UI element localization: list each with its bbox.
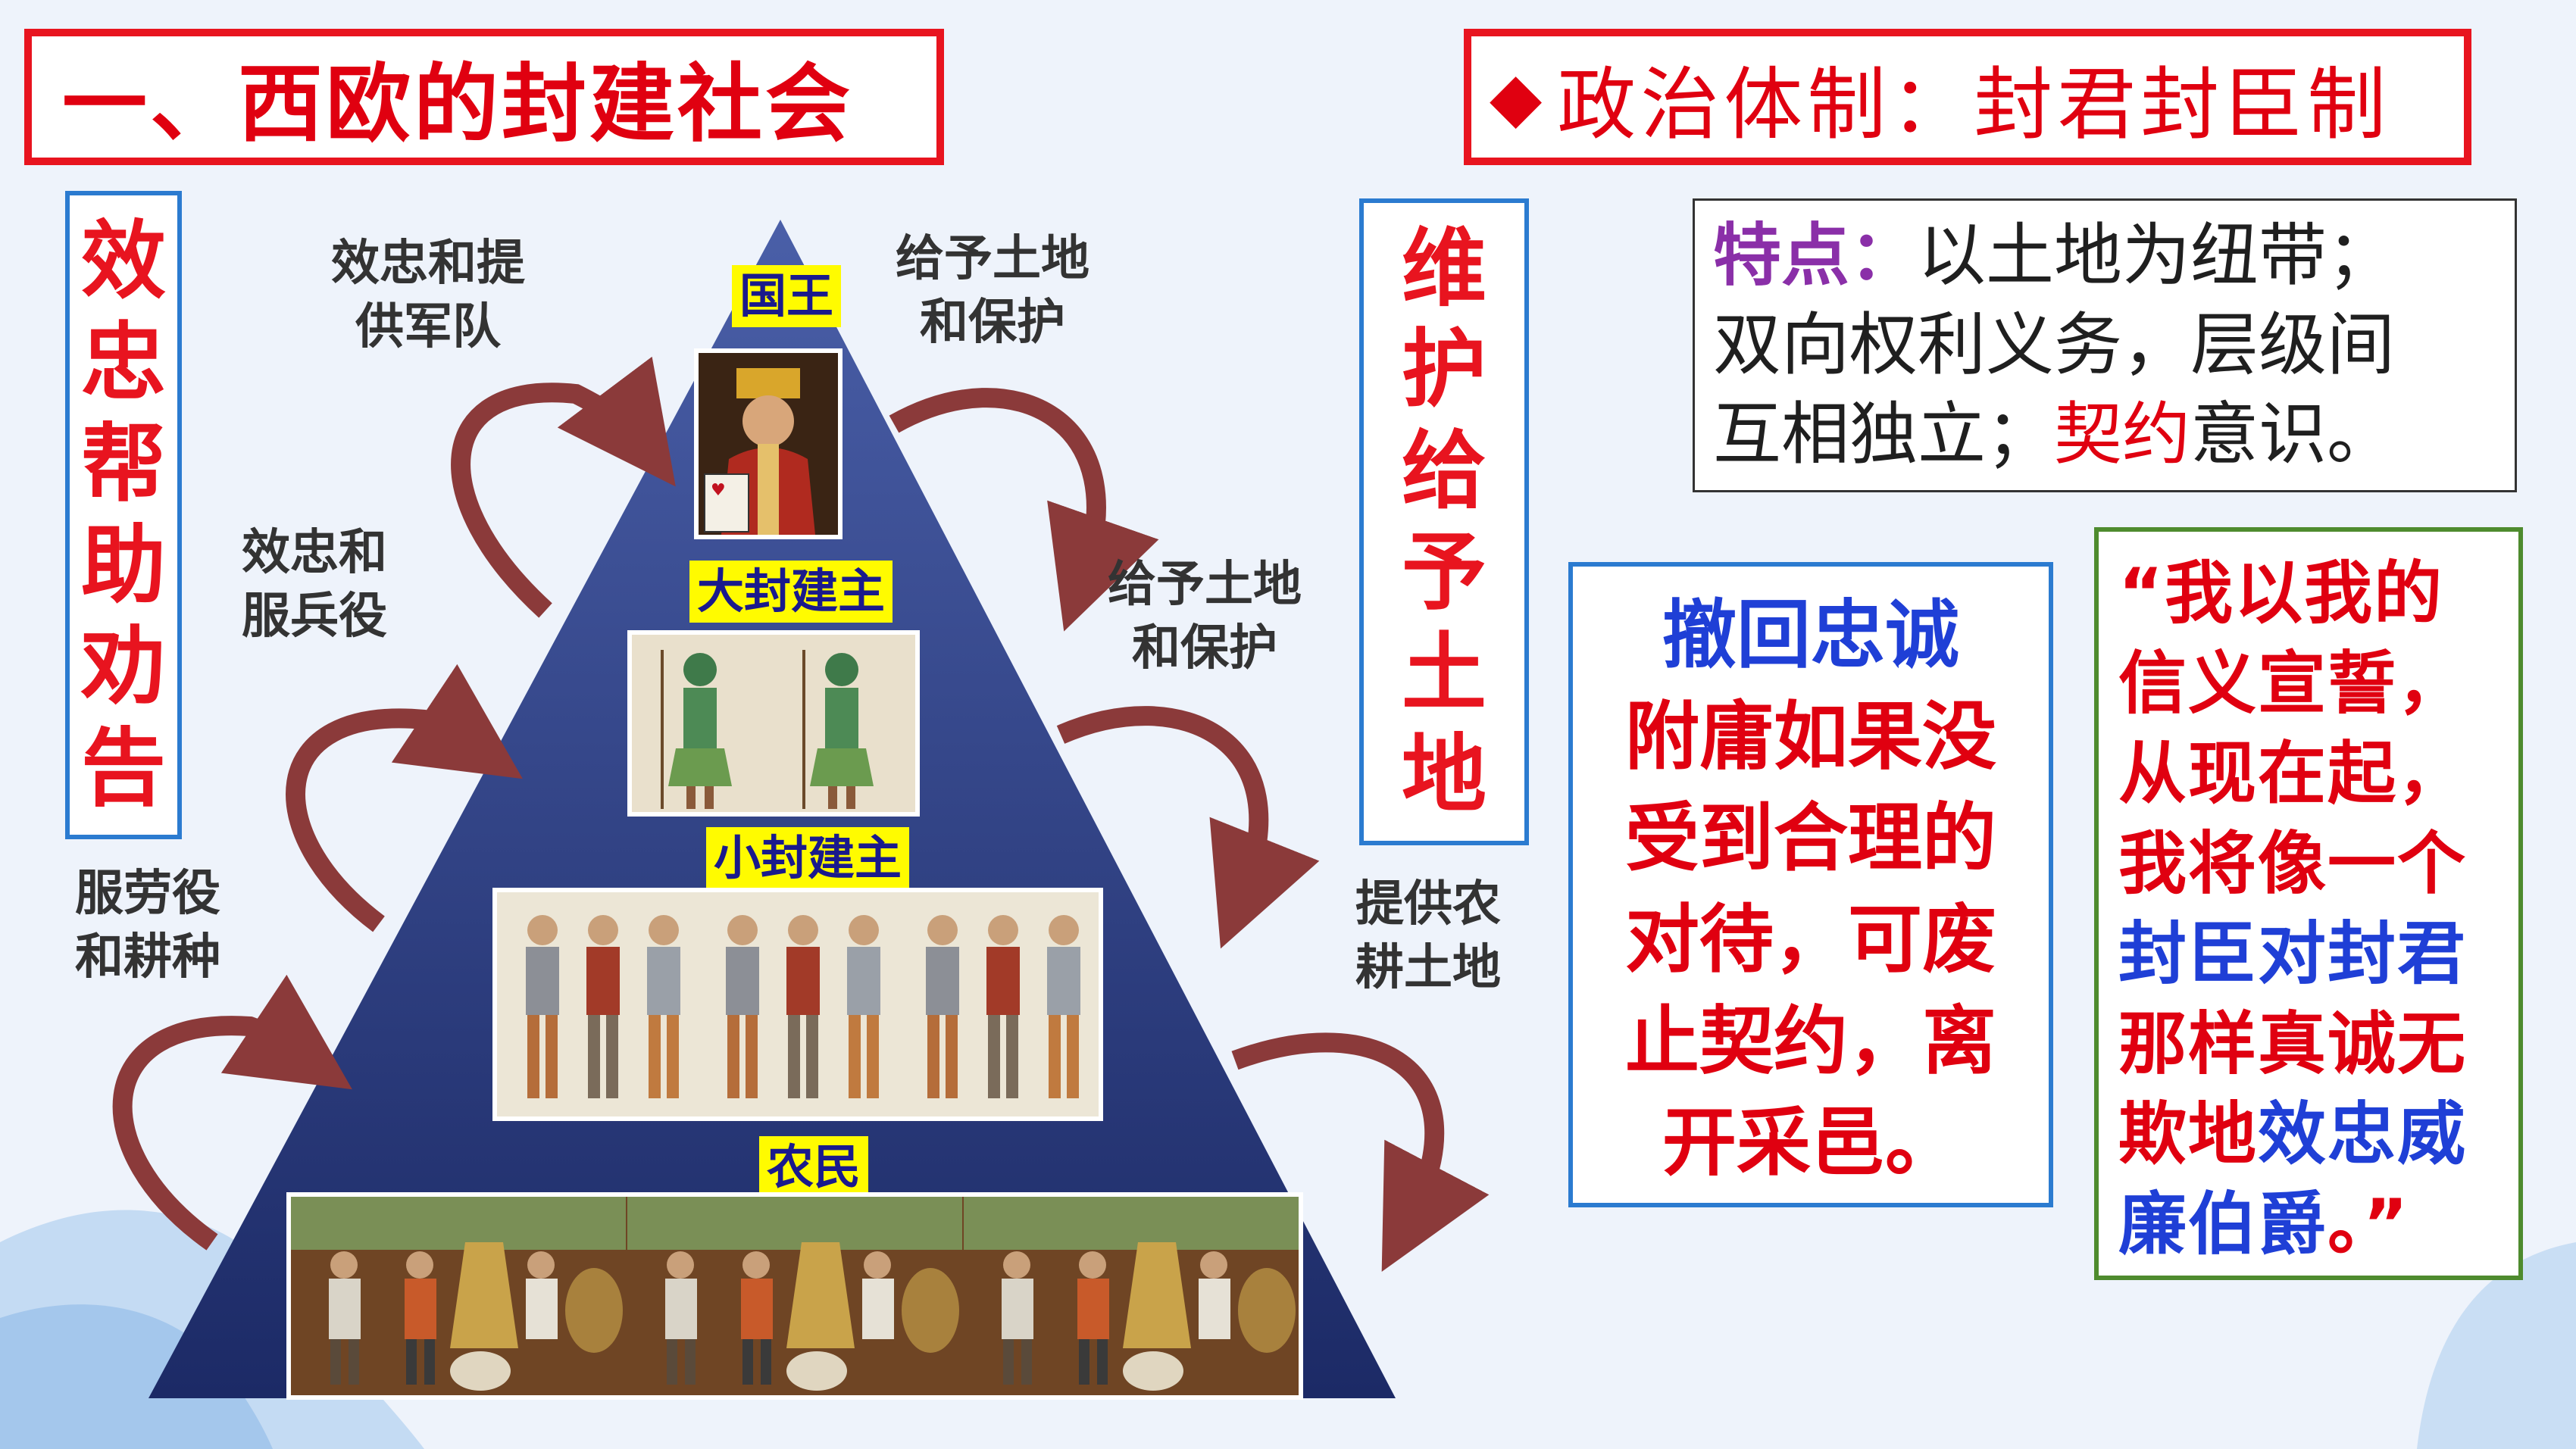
tier-label-peasant: 农民 (759, 1136, 869, 1198)
right-vertical-box: 维 护 给 予 土 地 (1359, 198, 1529, 845)
revoke-line: 开采邑。 (1662, 1100, 1959, 1186)
oath-line: 欺地效忠威 (2118, 1095, 2467, 1174)
revoke-line: 受到合理的 (1624, 795, 1996, 882)
oath-line: 封臣对封君 (2118, 914, 2467, 994)
revoke-line: 对待，可废 (1624, 897, 1996, 983)
tier-label-great-lord: 大封建主 (689, 561, 893, 623)
label-give-land-2: 给予土地 和保护 (1108, 557, 1302, 676)
label-loyal-army: 效忠和提 供军队 (331, 236, 525, 355)
features-line-2: 双向权利义务，层级间 (1713, 305, 2395, 385)
peasant-picture (286, 1192, 1303, 1400)
svg-text:♥: ♥ (711, 481, 726, 500)
arrow-provide-land (1231, 1032, 1490, 1273)
tier-label-lesser-lord: 小封建主 (706, 827, 910, 889)
oath-line: 从现在起， (2118, 734, 2467, 814)
label-labor: 服劳役 和耕种 (75, 866, 220, 985)
features-line1-rest: 以土地为纽带； (1918, 216, 2395, 295)
right-vertical-char: 土 (1402, 624, 1487, 723)
features-line-3: 互相独立；契约意识。 (1713, 395, 2395, 474)
left-vertical-char: 助 (81, 517, 166, 615)
left-vertical-box: 效 忠 帮 助 劝 告 (65, 191, 182, 839)
oath-line: 信义宣誓， (2118, 644, 2467, 723)
diamond-icon: ◆ (1490, 57, 1547, 137)
left-vertical-char: 劝 (81, 618, 166, 717)
right-vertical-char: 予 (1402, 523, 1487, 622)
left-vertical-char: 效 (81, 212, 166, 311)
great-lord-picture (627, 630, 920, 817)
section-title-text: 一、西欧的封建社会 (62, 55, 853, 154)
label-provide-land: 提供农 耕土地 (1355, 876, 1501, 996)
left-vertical-char: 帮 (81, 415, 166, 514)
features-box: 特点：以土地为纽带； 双向权利义务，层级间 互相独立；契约意识。 (1693, 198, 2517, 492)
revoke-line: 附庸如果没 (1624, 694, 1996, 780)
right-vertical-char: 维 (1402, 219, 1487, 318)
system-title-text: 政治体制：封君封臣制 (1557, 58, 2391, 151)
arrow-labor (112, 974, 352, 1251)
arrow-loyalty-army (451, 356, 676, 618)
oath-line: 那样真诚无 (2118, 1004, 2467, 1084)
oath-line: “我以我的 (2118, 554, 2444, 633)
oath-line: 廉伯爵。” (2118, 1185, 2410, 1264)
right-vertical-char: 给 (1402, 422, 1487, 521)
features-line-1: 特点：以土地为纽带； (1713, 211, 2496, 301)
section-title: 一、西欧的封建社会 (24, 29, 944, 165)
revoke-heading: 撤回忠诚 (1662, 592, 1959, 679)
lesser-lord-picture (492, 888, 1103, 1121)
revoke-loyalty-box: 撤回忠诚 附庸如果没 受到合理的 对待，可废 止契约，离 开采邑。 (1568, 562, 2053, 1207)
oath-box: “我以我的 信义宣誓， 从现在起， 我将像一个 封臣对封君 那样真诚无 欺地效忠… (2094, 527, 2523, 1280)
arrow-loyalty-service (286, 664, 523, 932)
king-picture: ♥ (694, 348, 843, 539)
label-give-land-1: 给予土地 和保护 (896, 231, 1089, 351)
arrow-give-land-2 (1056, 706, 1320, 949)
right-vertical-char: 地 (1402, 726, 1487, 825)
features-head: 特点： (1713, 216, 1918, 295)
arrow-give-land-1 (889, 388, 1159, 632)
system-title: ◆ 政治体制：封君封臣制 (1464, 29, 2471, 165)
label-loyal-service: 效忠和 服兵役 (242, 525, 387, 645)
right-vertical-char: 护 (1402, 320, 1487, 420)
left-vertical-char: 告 (81, 720, 166, 818)
oath-line: 我将像一个 (2118, 824, 2467, 904)
left-vertical-char: 忠 (81, 314, 166, 412)
tier-label-king: 国王 (732, 265, 842, 327)
revoke-line: 止契约，离 (1624, 998, 1996, 1085)
